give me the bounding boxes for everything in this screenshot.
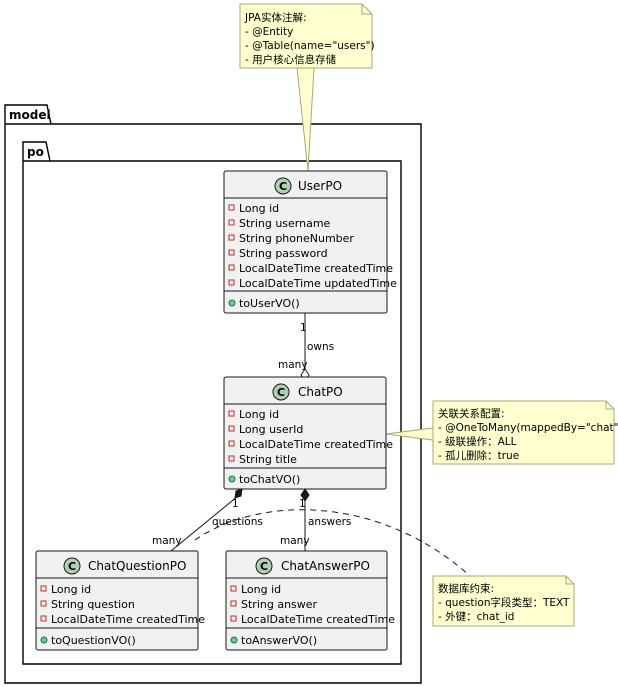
class-icon — [255, 557, 273, 575]
relation-owns: 1 owns many — [278, 313, 334, 382]
note-jpa-line-3: - @Table(name="users") — [245, 40, 375, 52]
field: LocalDateTime updatedTime — [239, 277, 397, 290]
package-po-label: po — [27, 145, 44, 159]
note-db-line-1: 数据库约束: — [438, 582, 494, 595]
questions-to-multiplicity: many — [152, 535, 182, 547]
questions-from-multiplicity: 1 — [232, 498, 239, 510]
field: Long id — [239, 202, 279, 215]
method: toUserVO() — [239, 297, 300, 310]
note-db-constraints: 数据库约束: - question字段类型：TEXT - 外键：chat_id — [432, 575, 575, 627]
field: LocalDateTime createdTime — [51, 613, 205, 626]
field: String question — [51, 598, 135, 611]
answers-from-multiplicity: 1 — [299, 498, 306, 510]
class-icon-letter: C — [279, 180, 287, 193]
field: String username — [239, 217, 331, 230]
owns-label: owns — [307, 341, 334, 353]
note-relation-line-2: - @OneToMany(mappedBy="chat") — [438, 422, 618, 434]
class-icon-letter: C — [277, 386, 285, 399]
note-relation-line-3: - 级联操作：ALL — [438, 435, 517, 448]
owns-from-multiplicity: 1 — [300, 322, 307, 334]
note-relation-config: 关联关系配置: - @OneToMany(mappedBy="chat") - … — [385, 400, 618, 465]
field: Long id — [51, 583, 91, 596]
class-chatpo: C ChatPO Long id Long userId LocalDateTi… — [223, 376, 393, 490]
class-icon-letter: C — [260, 560, 268, 573]
class-chatquestionpo: C ChatQuestionPO Long id String question… — [35, 550, 205, 651]
class-icon — [272, 383, 290, 401]
field: Long id — [241, 583, 281, 596]
class-name: ChatQuestionPO — [88, 559, 186, 573]
class-icon — [63, 557, 81, 575]
field: String password — [239, 247, 328, 260]
owns-to-multiplicity: many — [278, 359, 308, 371]
class-userpo: C UserPO Long id String username String … — [223, 170, 397, 314]
note-jpa-line-4: - 用户核心信息存储 — [245, 53, 337, 66]
class-name: ChatAnswerPO — [281, 559, 370, 573]
field: LocalDateTime createdTime — [239, 262, 393, 275]
note-db-line-2: - question字段类型：TEXT — [438, 596, 570, 609]
class-chatanswerpo: C ChatAnswerPO Long id String answer Loc… — [225, 550, 395, 651]
field: String phoneNumber — [239, 232, 354, 245]
answers-label: answers — [308, 516, 351, 528]
class-icon — [274, 177, 292, 195]
field: String answer — [241, 598, 318, 611]
package-po: po — [22, 141, 402, 665]
field: Long id — [239, 408, 279, 421]
note-db-line-3: - 外键：chat_id — [438, 610, 514, 623]
field: Long userId — [239, 423, 303, 436]
method: toQuestionVO() — [51, 634, 136, 647]
questions-label: questions — [212, 516, 263, 528]
method: toChatVO() — [239, 473, 300, 486]
note-db-connector — [194, 509, 471, 577]
package-model: model — [4, 104, 422, 684]
class-name: ChatPO — [298, 385, 343, 399]
field: LocalDateTime createdTime — [241, 613, 395, 626]
package-model-label: model — [9, 108, 51, 122]
note-jpa: JPA实体注解: - @Entity - @Table(name="users"… — [239, 3, 375, 172]
field: String title — [239, 453, 297, 466]
note-jpa-line-1: JPA实体注解: — [244, 11, 306, 24]
relation-questions: 1 questions many — [152, 488, 263, 552]
note-jpa-line-2: - @Entity — [245, 26, 293, 38]
answers-to-multiplicity: many — [280, 535, 310, 547]
method: toAnswerVO() — [241, 634, 317, 647]
relation-answers: 1 answers many — [280, 488, 351, 551]
field: LocalDateTime createdTime — [239, 438, 393, 451]
class-name: UserPO — [298, 179, 342, 193]
note-relation-line-1: 关联关系配置: — [438, 407, 505, 420]
note-relation-line-4: - 孤儿删除：true — [438, 449, 519, 462]
class-icon-letter: C — [68, 560, 76, 573]
